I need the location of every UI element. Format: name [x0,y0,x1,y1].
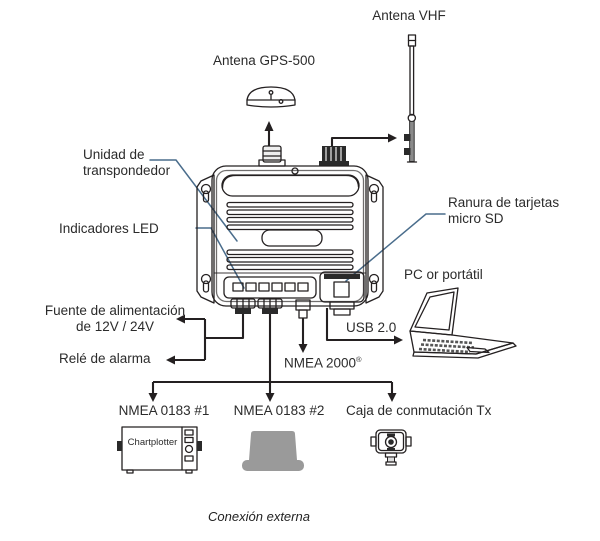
label-transponder-unit: Unidad de transpondedor [83,147,171,179]
label-power-supply: Fuente de alimentación de 12V / 24V [44,303,186,335]
connection-arrows [148,121,403,402]
label-chartplotter: Chartplotter [127,437,178,448]
label-usb: USB 2.0 [346,320,397,335]
vhf-antenna-drawing [404,34,418,163]
label-nmea2000: NMEA 2000® [284,355,362,372]
label-nmea0183-1: NMEA 0183 #1 [118,403,210,418]
label-antenna-vhf: Antena VHF [372,8,446,23]
leader-lines [149,159,446,289]
label-led-indicators: Indicadores LED [59,221,159,236]
transponder-drawing [196,145,384,319]
footer-note: Conexión externa [208,509,310,524]
label-nmea2000-text: NMEA 2000 [284,355,357,371]
tx-switch-box-drawing [370,429,412,466]
chartplotter-drawing [117,426,202,474]
gps-antenna-drawing [246,86,296,108]
label-sd-card-slot: Ranura de tarjetas micro SD [448,195,560,227]
label-antenna-gps: Antena GPS-500 [212,53,316,68]
registered-mark: ® [356,355,362,364]
label-pc: PC or portátil [404,267,483,282]
label-alarm-relay: Relé de alarma [59,351,151,366]
label-tx-switch-box: Caja de conmutación Tx [346,403,492,418]
laptop-drawing [409,287,517,359]
label-nmea0183-2: NMEA 0183 #2 [233,403,325,418]
nmea0183-2-device-drawing [242,431,304,471]
